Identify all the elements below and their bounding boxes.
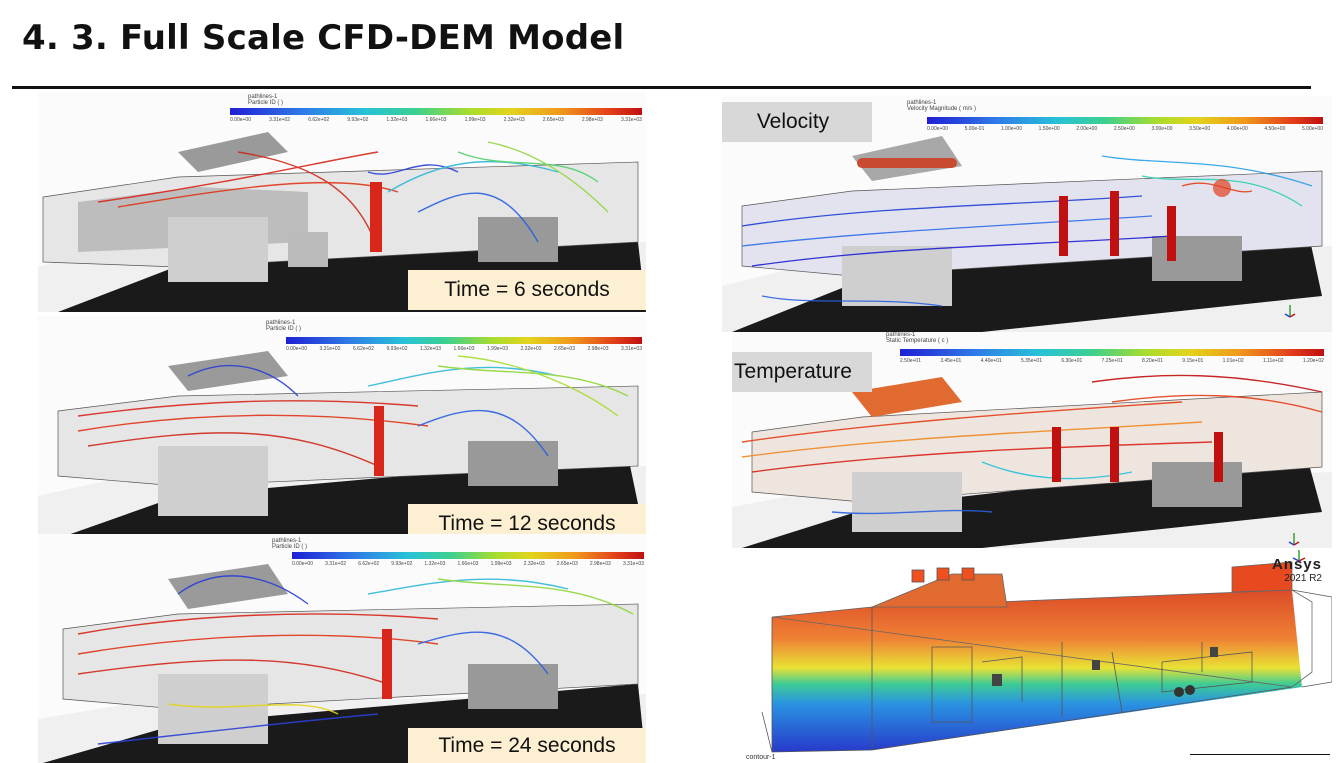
title-rule — [12, 86, 1311, 89]
pathline-render — [38, 132, 646, 312]
contour-render — [761, 561, 1332, 753]
legend-title: pathlines-1 Static Temperature ( c ) — [886, 332, 949, 344]
velocity-panel: pathlines-1 Velocity Magnitude ( m/s ) 0… — [722, 96, 1332, 332]
legend-colorbar — [230, 108, 642, 115]
legend-colorbar — [292, 552, 644, 559]
ansys-logo-icon — [1292, 548, 1306, 562]
axis-triad-icon — [1288, 530, 1300, 546]
legend-colorbar — [900, 349, 1324, 356]
legend-title: pathlines-1 Velocity Magnitude ( m/s ) — [907, 100, 977, 112]
temperature-panel: pathlines-1 Static Temperature ( c ) 2.5… — [732, 332, 1332, 548]
legend-colorbar — [286, 337, 642, 344]
time-label: Time = 24 seconds — [408, 728, 646, 763]
ansys-watermark: Ansys 2021 R2 — [1271, 556, 1322, 584]
temperature-tag: Temperature — [732, 352, 872, 392]
time-label: Time = 6 seconds — [408, 270, 646, 310]
contour-panel: Ansys 2021 R2 contour-1 — [732, 552, 1332, 763]
axis-triad-icon — [1284, 302, 1296, 318]
bottom-rule — [1190, 754, 1330, 755]
velocity-tag: Velocity — [722, 102, 872, 142]
pathline-render — [732, 374, 1332, 548]
legend-colorbar — [927, 117, 1323, 124]
legend-title: pathlines-1 Particle ID ( ) — [266, 320, 302, 332]
legend-title: pathlines-1 Particle ID ( ) — [272, 538, 308, 550]
contour-label: contour-1 — [746, 754, 776, 761]
pathline-render — [722, 136, 1332, 332]
slide-title: 4. 3. Full Scale CFD-DEM Model — [22, 18, 625, 58]
legend-title: pathlines-1 Particle ID ( ) — [248, 94, 284, 106]
